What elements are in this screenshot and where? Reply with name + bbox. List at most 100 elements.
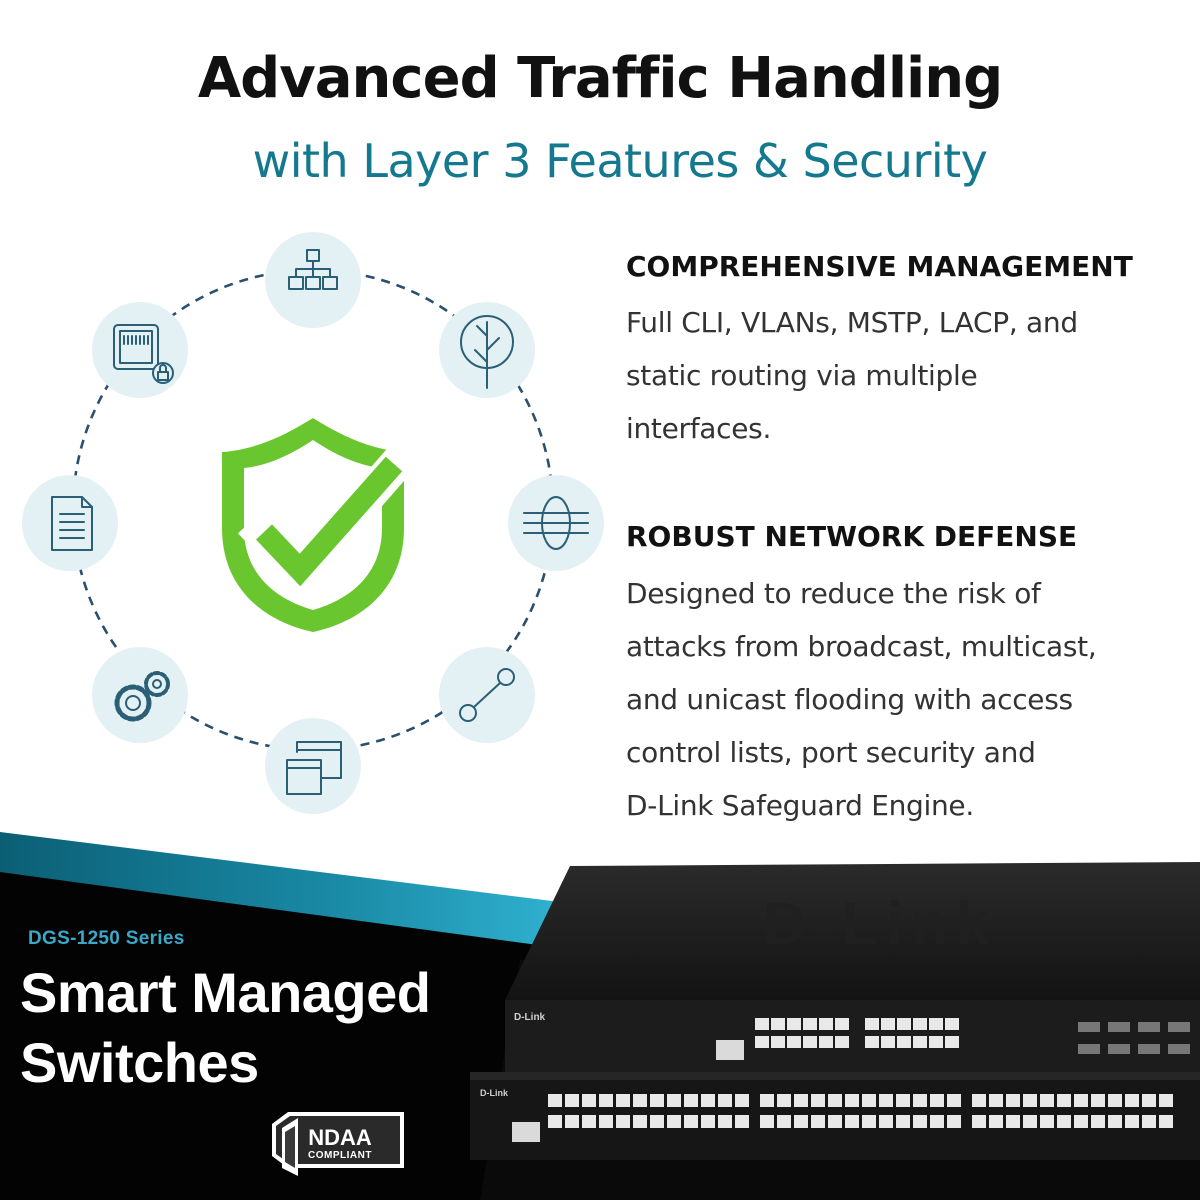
ethernet-port <box>828 1094 842 1107</box>
ethernet-port <box>835 1036 849 1048</box>
windows-icon <box>286 741 342 795</box>
page-subtitle: with Layer 3 Features & Security <box>252 134 988 188</box>
ethernet-port <box>862 1115 876 1128</box>
page-title: Advanced Traffic Handling <box>197 46 1003 111</box>
brand-label-top: D-Link <box>514 1012 546 1023</box>
ethernet-port <box>684 1115 698 1128</box>
ethernet-port <box>667 1094 681 1107</box>
ethernet-port <box>755 1036 769 1048</box>
ethernet-port <box>1108 1115 1122 1128</box>
ethernet-port <box>865 1018 879 1030</box>
network-globe-icon <box>523 496 589 550</box>
ethernet-port <box>718 1094 732 1107</box>
ethernet-port <box>1108 1094 1122 1107</box>
product-name-line: Smart Managed <box>20 961 431 1024</box>
hierarchy-icon <box>288 249 338 290</box>
ethernet-port <box>1168 1044 1190 1054</box>
ethernet-port <box>811 1094 825 1107</box>
ethernet-port <box>896 1094 910 1107</box>
ethernet-port <box>865 1036 879 1048</box>
ethernet-port <box>896 1115 910 1128</box>
switch-bottom-unit: D-Link <box>470 1072 1200 1160</box>
ethernet-port <box>881 1036 895 1048</box>
feature-line: Full CLI, VLANs, MSTP, LACP, and <box>626 306 1078 339</box>
ethernet-port <box>1091 1115 1105 1128</box>
ethernet-port <box>913 1018 927 1030</box>
feature-title-defense: ROBUST NETWORK DEFENSE <box>626 520 1078 553</box>
ethernet-port <box>1074 1115 1088 1128</box>
ethernet-port <box>835 1018 849 1030</box>
ethernet-port <box>582 1094 596 1107</box>
switch-top-unit: D-Link D-Link <box>505 862 1200 1072</box>
ethernet-port <box>1138 1022 1160 1032</box>
ethernet-port <box>1006 1115 1020 1128</box>
ethernet-port <box>1159 1115 1173 1128</box>
feature-text-defense: Designed to reduce the risk of attacks f… <box>626 567 1186 832</box>
ethernet-port <box>1006 1094 1020 1107</box>
product-name: Smart Managed Switches <box>20 958 500 1098</box>
ethernet-port <box>1040 1094 1054 1107</box>
ethernet-port <box>803 1018 817 1030</box>
ethernet-port <box>1142 1094 1156 1107</box>
ethernet-port <box>1091 1094 1105 1107</box>
product-banner: D-Link D-Link D-Link <box>0 832 1200 1200</box>
ethernet-port <box>845 1115 859 1128</box>
ethernet-port <box>616 1115 630 1128</box>
ethernet-port <box>1023 1094 1037 1107</box>
ethernet-port <box>760 1094 774 1107</box>
document-icon <box>51 496 93 551</box>
feature-line: interfaces. <box>626 412 772 445</box>
ethernet-port <box>771 1018 785 1030</box>
feature-line: static routing via multiple <box>626 359 978 392</box>
ethernet-port <box>777 1094 791 1107</box>
ethernet-port <box>1108 1022 1130 1032</box>
secure-port-icon <box>113 324 174 384</box>
ethernet-port <box>1108 1044 1130 1054</box>
ethernet-port <box>701 1115 715 1128</box>
ethernet-port <box>1138 1044 1160 1054</box>
ethernet-port <box>718 1115 732 1128</box>
ndaa-badge-text: NDAA COMPLIANT <box>308 1126 372 1162</box>
ethernet-port <box>794 1094 808 1107</box>
feature-title-management: COMPREHENSIVE MANAGEMENT <box>626 250 1133 283</box>
ethernet-port <box>930 1094 944 1107</box>
ethernet-port <box>760 1115 774 1128</box>
ethernet-port <box>972 1094 986 1107</box>
ethernet-port <box>819 1036 833 1048</box>
ethernet-port <box>1125 1094 1139 1107</box>
ethernet-port <box>945 1018 959 1030</box>
ethernet-port <box>667 1115 681 1128</box>
ethernet-port <box>701 1094 715 1107</box>
ethernet-port <box>913 1115 927 1128</box>
ethernet-port <box>794 1115 808 1128</box>
product-name-line: Switches <box>20 1031 259 1094</box>
ethernet-port <box>819 1018 833 1030</box>
ethernet-port <box>1078 1044 1100 1054</box>
ethernet-port <box>771 1036 785 1048</box>
ethernet-port <box>548 1115 562 1128</box>
ethernet-port <box>913 1036 927 1048</box>
ethernet-port <box>828 1115 842 1128</box>
ethernet-port <box>787 1018 801 1030</box>
ethernet-port <box>945 1036 959 1048</box>
link-icon <box>459 668 515 722</box>
ethernet-port <box>803 1036 817 1048</box>
ethernet-port <box>1040 1115 1054 1128</box>
ethernet-port <box>897 1036 911 1048</box>
ethernet-port <box>845 1094 859 1107</box>
ethernet-port <box>1125 1115 1139 1128</box>
feature-line: and unicast flooding with access <box>626 683 1073 716</box>
ethernet-port <box>777 1115 791 1128</box>
ethernet-port <box>862 1094 876 1107</box>
ethernet-port <box>787 1036 801 1048</box>
ethernet-port <box>879 1094 893 1107</box>
ethernet-port <box>811 1115 825 1128</box>
ethernet-port <box>989 1094 1003 1107</box>
ethernet-port <box>1023 1115 1037 1128</box>
feature-line: attacks from broadcast, multicast, <box>626 630 1097 663</box>
ethernet-port <box>947 1094 961 1107</box>
ethernet-port <box>548 1094 562 1107</box>
ethernet-port <box>633 1115 647 1128</box>
ndaa-label: NDAA <box>308 1125 372 1150</box>
ndaa-badge <box>272 1112 404 1176</box>
